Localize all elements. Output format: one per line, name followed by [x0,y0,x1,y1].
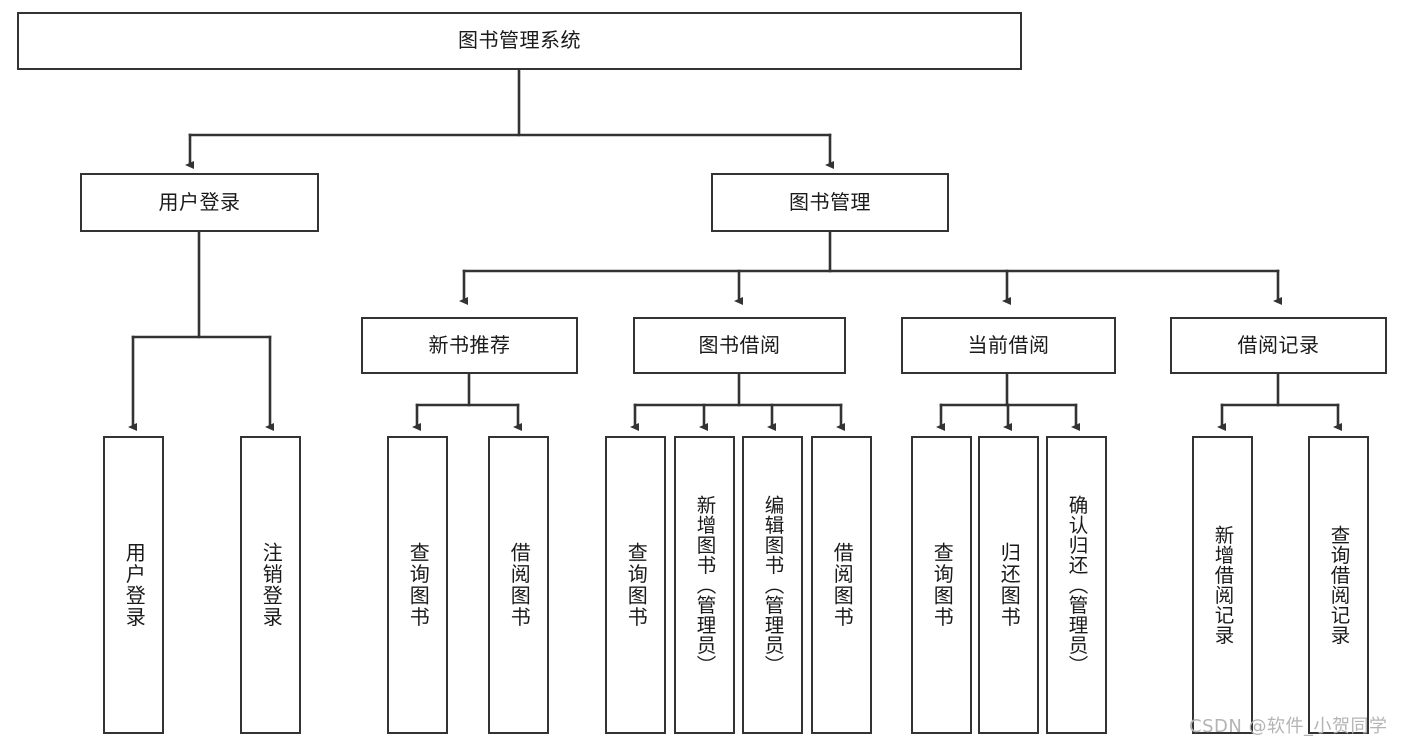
node-leaf-add-book[interactable]: 新增图书（管理员） [674,436,735,734]
node-borrow-record-label: 借阅记录 [1237,332,1320,357]
node-leaf-logout[interactable]: 注销登录 [240,436,301,734]
node-leaf-query-book-2[interactable]: 查询图书 [605,436,666,734]
node-leaf-return-book[interactable]: 归还图书 [978,436,1039,734]
node-new-book-recommend-label: 新书推荐 [428,332,511,357]
node-leaf-query-book-3[interactable]: 查询图书 [911,436,972,734]
node-current-borrow-label: 当前借阅 [967,332,1050,357]
node-leaf-query-record[interactable]: 查询借阅记录 [1308,436,1369,734]
node-book-management-label: 图书管理 [789,189,871,214]
node-leaf-user-login[interactable]: 用户登录 [103,436,164,734]
node-leaf-borrow-book-1-label: 借阅图书 [507,542,532,628]
node-book-borrow[interactable]: 图书借阅 [633,317,846,374]
node-user-login-label: 用户登录 [158,189,241,214]
node-leaf-query-book-2-label: 查询图书 [624,542,649,628]
node-book-borrow-label: 图书借阅 [698,332,781,357]
node-leaf-add-record[interactable]: 新增借阅记录 [1192,436,1253,734]
node-leaf-edit-book[interactable]: 编辑图书（管理员） [742,436,803,734]
watermark: CSDN @软件_小贺同学 [1189,716,1388,737]
node-leaf-add-book-label: 新增图书（管理员） [693,495,716,675]
node-leaf-return-book-label: 归还图书 [997,542,1022,628]
node-leaf-query-book-3-label: 查询图书 [930,542,955,628]
node-leaf-query-book-1[interactable]: 查询图书 [387,436,448,734]
node-leaf-confirm-return[interactable]: 确认归还（管理员） [1046,436,1107,734]
node-leaf-add-record-label: 新增借阅记录 [1211,525,1234,645]
node-leaf-confirm-return-label: 确认归还（管理员） [1065,495,1088,675]
node-leaf-query-book-1-label: 查询图书 [406,542,431,628]
node-leaf-logout-label: 注销登录 [259,542,284,628]
node-leaf-query-record-label: 查询借阅记录 [1327,525,1350,645]
node-leaf-user-login-label: 用户登录 [122,542,147,628]
node-current-borrow[interactable]: 当前借阅 [901,317,1116,374]
node-new-book-recommend[interactable]: 新书推荐 [361,317,578,374]
node-leaf-borrow-book-1[interactable]: 借阅图书 [488,436,549,734]
node-leaf-edit-book-label: 编辑图书（管理员） [761,495,784,675]
node-book-management[interactable]: 图书管理 [711,173,949,232]
node-leaf-borrow-book-2-label: 借阅图书 [830,542,855,628]
node-root-label: 图书管理系统 [458,28,581,53]
node-user-login[interactable]: 用户登录 [80,173,319,232]
node-borrow-record[interactable]: 借阅记录 [1170,317,1387,374]
node-root[interactable]: 图书管理系统 [17,12,1022,70]
node-leaf-borrow-book-2[interactable]: 借阅图书 [811,436,872,734]
